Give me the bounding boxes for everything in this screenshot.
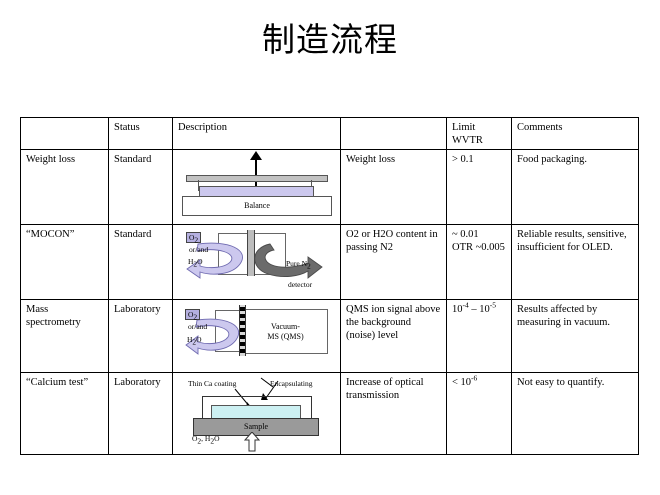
row-name-weight-loss: Weight loss [20,149,109,225]
row-name-mocon: “MOCON” [20,224,109,300]
h2o-mid: , H [201,434,211,443]
encapsulation-outline [202,396,312,419]
table-row: Mass spectrometry Laboratory Vacuum- MS … [20,299,639,373]
vacuum-ms-chamber: Vacuum- MS (QMS) [243,309,328,354]
o-suffix: O [214,434,220,443]
row-status-mass-spectrometry: Laboratory [108,299,173,373]
header-cell-status: Status [108,117,173,150]
pure-n2-label: Pure N2 [286,259,311,271]
o2-subscript: 2 [193,312,198,322]
gas-inlet-arrow-icon [185,318,240,355]
header-cell-description: Description [172,117,341,150]
o2-sub: 2 [197,436,202,446]
header-cell-limit: Limit WVTR [446,117,512,150]
h2o-label: H2O [188,257,203,269]
gas-inlet-arrow-icon [186,242,243,279]
o2-prefix: O [192,434,198,443]
table-row: “MOCON” Standard O2 [20,224,639,300]
table-header-row: Status Description Limit WVTR Comments [20,117,639,150]
sample-label: Sample [193,418,319,436]
row-comments-mocon: Reliable results, sensitive, insufficien… [511,224,639,300]
ms-barrier-membrane [239,305,246,356]
limit-base-1: 10 [452,304,463,315]
table-row: Weight loss Standard Balance Weight loss… [20,149,639,225]
balance-top-plate [186,175,328,182]
row-name-mass-spectrometry: Mass spectrometry [20,299,109,373]
page-title: 制造流程 [262,20,398,59]
row-measurement-weight-loss: Weight loss [340,149,447,225]
row-comments-calcium-test: Not easy to quantify. [511,372,639,455]
mass-spec-diagram: Vacuum- MS (QMS) O2 or/and H2O [178,303,336,370]
pure-n2-sub: 2 [307,261,311,271]
o2-chip-label: O2 [185,309,201,322]
row-status-weight-loss: Standard [108,149,173,225]
row-measurement-mocon: O2 or H2O content in passing N2 [340,224,447,300]
o2-h2o-label: O2, H2O [192,434,220,446]
row-limit-mocon: ~ 0.01 OTR ~0.005 [446,224,512,300]
row-limit-calcium-test: < 10-6 [446,372,512,455]
mocon-diagram-cell: O2 or/and H2O Pure N2 detector [172,224,341,300]
mocon-diagram: O2 or/and H2O Pure N2 detector [178,228,336,297]
row-status-calcium-test: Laboratory [108,372,173,455]
h2o-o: O [197,257,203,266]
permeation-methods-table: Status Description Limit WVTR Comments W… [20,117,639,455]
up-arrow-head-icon [250,151,262,160]
nitrogen-flow-arrow-icon [254,243,323,279]
row-comments-mass-spectrometry: Results affected by measuring in vacuum. [511,299,639,373]
limit-line-1: ~ 0.01 [452,229,479,240]
o2-text: O [188,310,194,319]
thin-ca-coating-label: Thin Ca coating [188,379,237,388]
pure-n-text: Pure N [286,259,308,268]
mass-spec-diagram-cell: Vacuum- MS (QMS) O2 or/and H2O [172,299,341,373]
row-measurement-mass-spectrometry: QMS ion signal above the background (noi… [340,299,447,373]
ms-qms-label: MS (QMS) [267,331,304,341]
balance-diagram-cell: Balance [172,149,341,225]
o2-subscript: 2 [194,235,199,245]
h2o-h: H [187,335,193,344]
limit-exp-2: -5 [489,300,496,310]
up-arrow-shaft-icon [255,156,257,186]
or-and-label: or/and [188,322,208,331]
detector-label: detector [288,280,313,289]
limit-exp-1: -4 [462,300,469,310]
limit-prefix: < 10 [452,377,472,388]
header-cell-measurement [340,117,447,150]
balance-diagram: Balance [178,151,336,222]
permeation-up-arrow-icon [243,432,261,452]
row-comments-weight-loss: Food packaging. [511,149,639,225]
vacuum-label: Vacuum- [271,321,300,331]
calcium-test-diagram: Thin Ca coating Encapsulating Sample O2,… [178,376,336,452]
h2-sub: 2 [210,436,215,446]
h2o-sub: 2 [193,259,198,269]
row-measurement-calcium-test: Increase of optical transmission [340,372,447,455]
table-row: “Calcium test” Laboratory Thin Ca coatin… [20,372,639,455]
row-limit-weight-loss: > 0.1 [446,149,512,225]
balance-stand-left [198,180,199,191]
row-status-mocon: Standard [108,224,173,300]
h2o-sub: 2 [192,337,197,347]
mocon-barrier-membrane [247,230,255,276]
h2o-h: H [188,257,194,266]
limit-dash: – [468,304,480,315]
header-cell-name [20,117,109,150]
o2-text: O [189,233,195,242]
balance-stand-right [311,180,312,191]
limit-exp: -6 [471,373,478,383]
encapsulating-label: Encapsulating [270,379,313,388]
h2o-o: O [196,335,202,344]
row-limit-mass-spectrometry: 10-4 – 10-5 [446,299,512,373]
limit-line-2: OTR ~0.005 [452,242,505,253]
balance-label: Balance [182,196,332,216]
h2o-label: H2O [187,335,202,347]
or-and-label: or/and [189,245,209,254]
o2-chip-label: O2 [186,232,202,245]
limit-base-2: 10 [479,304,490,315]
header-cell-comments: Comments [511,117,639,150]
row-name-calcium-test: “Calcium test” [20,372,109,455]
calcium-test-diagram-cell: Thin Ca coating Encapsulating Sample O2,… [172,372,341,455]
